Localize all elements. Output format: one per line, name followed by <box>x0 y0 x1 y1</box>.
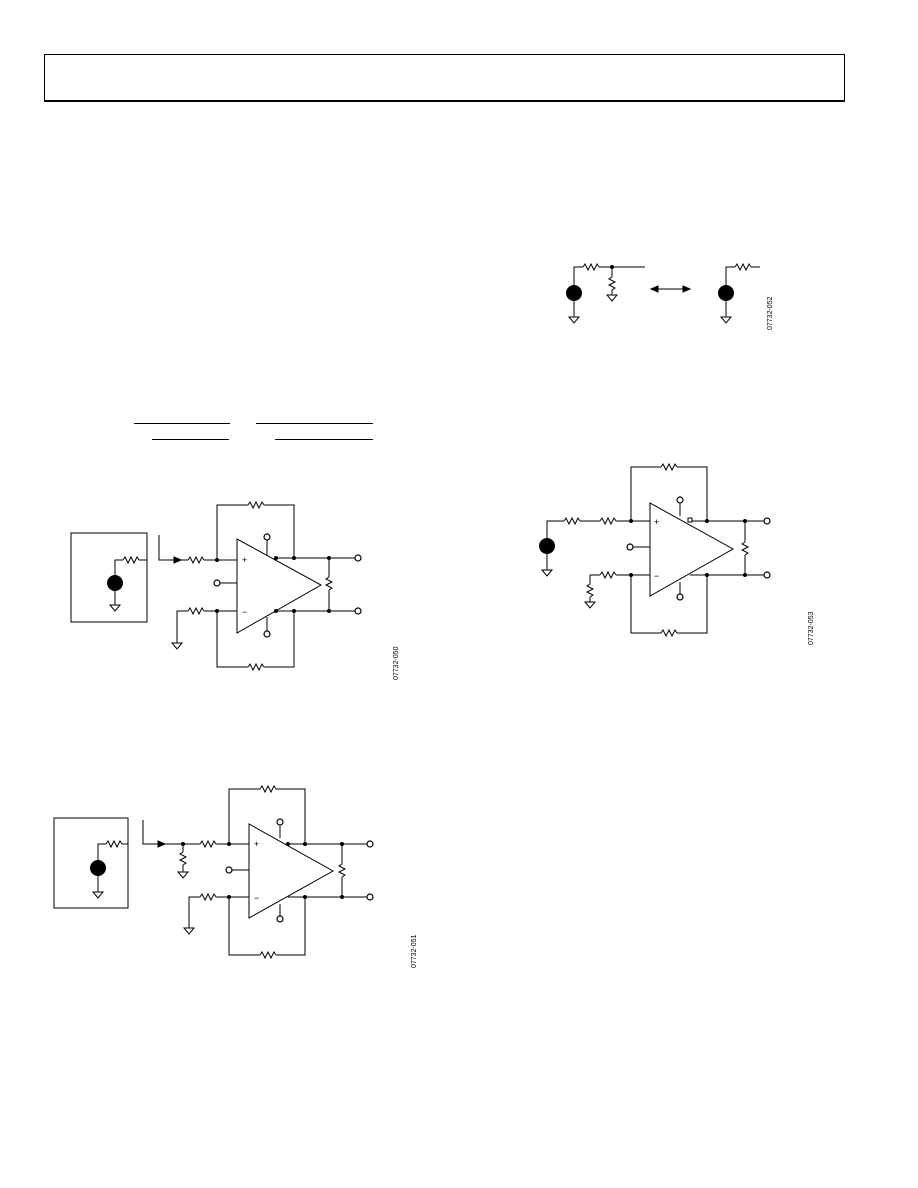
ac-source-symbol <box>718 285 734 301</box>
ground-symbol <box>182 927 196 935</box>
equation-fraction-bar <box>134 423 230 424</box>
resistor-symbol <box>585 583 595 598</box>
resistor-symbol <box>337 863 347 878</box>
resistor-symbol <box>599 570 617 580</box>
resistor-symbol <box>582 262 600 272</box>
equivalence-arrow <box>649 285 692 293</box>
ac-source-symbol <box>90 860 106 876</box>
terminated-differential-amplifier-diagram: + − <box>53 784 374 960</box>
figure-code: 07732-050 <box>393 646 400 680</box>
resistor-symbol <box>607 276 617 291</box>
ground-symbol <box>176 871 190 879</box>
thevenin-driven-amplifier-diagram: + − <box>539 462 771 638</box>
resistor-symbol <box>324 576 334 591</box>
ground-symbol <box>91 891 105 899</box>
inverting-sign: − <box>654 571 659 581</box>
resistor-symbol <box>122 555 140 565</box>
differential-amplifier-diagram: + − <box>70 500 362 672</box>
equation-fraction-bar <box>256 423 373 424</box>
resistor-symbol <box>187 606 205 616</box>
resistor-symbol <box>178 851 188 866</box>
ground-symbol <box>108 604 122 612</box>
resistor-symbol <box>734 262 752 272</box>
figure-code: 07732-051 <box>411 934 418 968</box>
ground-symbol <box>719 316 733 324</box>
inverting-sign: − <box>254 893 259 903</box>
resistor-symbol <box>259 950 277 960</box>
resistor-symbol <box>199 892 217 902</box>
equation-fraction-bar <box>275 439 373 440</box>
source-box <box>53 817 129 909</box>
ground-symbol <box>540 569 554 577</box>
equation-fraction-bar <box>152 439 229 440</box>
resistor-symbol <box>563 516 581 526</box>
op-amp-triangle <box>236 538 323 634</box>
resistor-symbol <box>259 784 277 794</box>
ground-symbol <box>567 316 581 324</box>
op-amp-triangle <box>248 823 335 919</box>
noninverting-sign: + <box>654 517 659 527</box>
figure-code: 07732-053 <box>808 611 815 645</box>
inverting-sign: − <box>242 607 247 617</box>
ground-symbol <box>605 294 619 302</box>
ac-source-symbol <box>107 575 123 591</box>
resistor-symbol <box>660 462 678 472</box>
noninverting-sign: + <box>242 555 247 565</box>
resistor-symbol <box>740 541 750 556</box>
resistor-symbol <box>660 628 678 638</box>
resistor-symbol <box>105 839 123 849</box>
noninverting-sign: + <box>254 839 259 849</box>
resistor-symbol <box>187 555 205 565</box>
source-box <box>70 532 148 623</box>
resistor-symbol <box>247 662 265 672</box>
ground-symbol <box>170 642 184 650</box>
ac-source-symbol <box>566 285 582 301</box>
resistor-symbol <box>599 516 617 526</box>
resistor-symbol <box>199 839 217 849</box>
resistor-symbol <box>247 500 265 510</box>
page-header-frame <box>44 54 845 102</box>
thevenin-equivalent-diagram <box>566 262 760 324</box>
op-amp-triangle <box>649 502 735 597</box>
ground-symbol <box>583 601 597 609</box>
figure-code: 07732-052 <box>767 296 774 330</box>
ac-source-symbol <box>539 538 555 554</box>
